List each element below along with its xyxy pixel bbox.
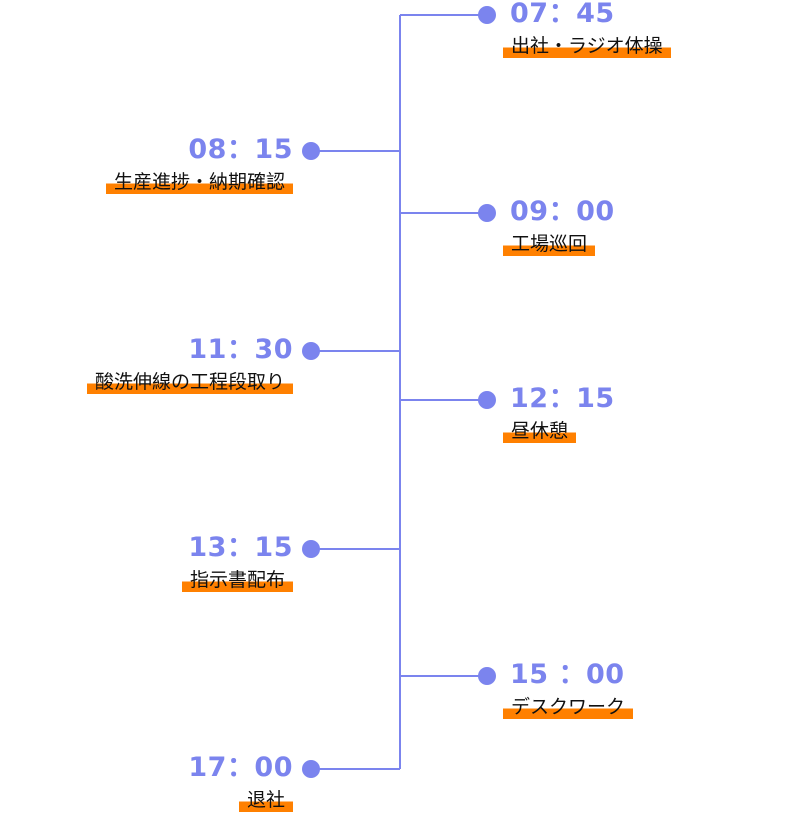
event-dot <box>478 6 496 24</box>
event-time: 12：15 <box>510 383 615 414</box>
event-label: 昼休憩 <box>503 418 577 443</box>
event-time: 17：00 <box>188 752 293 783</box>
event-time: 11：30 <box>188 334 293 365</box>
event-dot <box>302 760 320 778</box>
event-label: 出社・ラジオ体操 <box>503 33 671 58</box>
event-label: 酸洗伸線の工程段取り <box>86 369 293 394</box>
event-label: 生産進捗・納期確認 <box>105 169 293 194</box>
event-dot <box>478 667 496 685</box>
event-time: 09：00 <box>510 196 615 227</box>
event-time: 07：45 <box>510 0 615 29</box>
event-time: 08：15 <box>188 134 293 165</box>
event-label: 指示書配布 <box>181 567 293 592</box>
event-label: 工場巡回 <box>503 231 596 256</box>
event-time: 15 ：00 <box>510 659 625 690</box>
event-dot <box>302 142 320 160</box>
event-dot <box>302 342 320 360</box>
event-dot <box>478 391 496 409</box>
event-dot <box>302 540 320 558</box>
event-label: 退社 <box>238 787 293 812</box>
event-label: デスクワーク <box>503 694 634 719</box>
event-time: 13：15 <box>188 532 293 563</box>
event-dot <box>478 204 496 222</box>
